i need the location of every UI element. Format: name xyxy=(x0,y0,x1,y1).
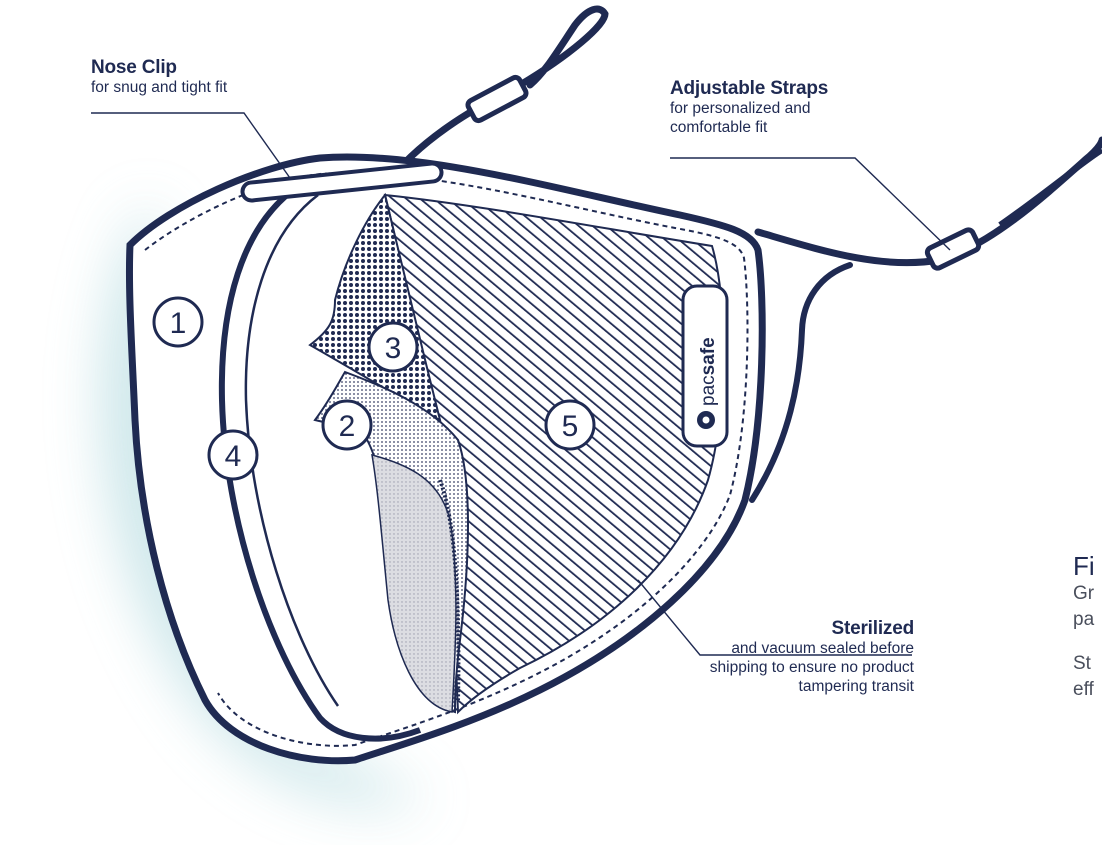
brand-tag: pacsafe xyxy=(683,286,727,446)
right-strap-lower xyxy=(752,265,850,500)
sterilized-desc-line-2: shipping to ensure no product xyxy=(710,659,914,678)
side-panel-line-4: eff xyxy=(1073,677,1102,703)
sterilized-callout: Sterilized and vacuum sealed before ship… xyxy=(710,617,914,697)
left-strap-adjuster xyxy=(466,76,528,123)
svg-text:5: 5 xyxy=(562,410,579,443)
straps-desc-line-2: comfortable fit xyxy=(670,119,828,138)
side-panel: Fi Gr pa St eff xyxy=(1073,551,1102,703)
side-panel-heading: Fi xyxy=(1073,551,1102,581)
side-panel-line-3: St xyxy=(1073,651,1102,677)
sterilized-desc-line-1: and vacuum sealed before xyxy=(710,640,914,659)
side-panel-line-1: Gr xyxy=(1073,581,1102,607)
layer-badge-3: 3 xyxy=(369,323,417,371)
layer-badge-2: 2 xyxy=(323,401,371,449)
straps-title: Adjustable Straps xyxy=(670,77,828,100)
brand-suffix: safe xyxy=(698,337,719,375)
svg-text:2: 2 xyxy=(339,410,356,443)
sterilized-title: Sterilized xyxy=(710,617,914,640)
svg-text:pacsafe: pacsafe xyxy=(698,337,719,406)
side-panel-line-2: pa xyxy=(1073,607,1102,633)
layer-badge-4: 4 xyxy=(209,431,257,479)
nose-clip-title: Nose Clip xyxy=(91,56,227,79)
brand-prefix: pac xyxy=(698,375,719,406)
sterilized-desc-line-3: tampering transit xyxy=(710,678,914,697)
layer-badge-5: 5 xyxy=(546,401,594,449)
nose-clip-desc: for snug and tight fit xyxy=(91,79,227,98)
nose-clip-leader xyxy=(91,113,290,178)
straps-callout: Adjustable Straps for personalized and c… xyxy=(670,77,828,138)
svg-text:3: 3 xyxy=(385,332,402,365)
svg-text:4: 4 xyxy=(225,440,242,473)
svg-text:1: 1 xyxy=(170,307,187,340)
layer-badge-1: 1 xyxy=(154,298,202,346)
nose-clip-callout: Nose Clip for snug and tight fit xyxy=(91,56,227,98)
straps-desc-line-1: for personalized and xyxy=(670,100,828,119)
